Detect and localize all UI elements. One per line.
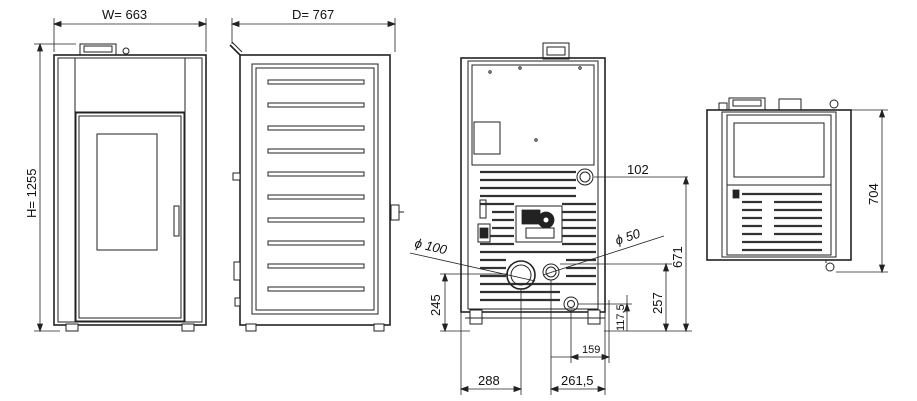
internal-grill xyxy=(732,189,822,252)
dimension-671: 671 xyxy=(670,246,685,268)
dimension-102: 102 xyxy=(627,162,649,177)
width-label: W= 663 xyxy=(102,7,147,22)
fan-assembly xyxy=(515,205,563,243)
dimension-261-5: 261,5 xyxy=(561,373,594,388)
side-slots xyxy=(267,79,365,292)
dimension-288: 288 xyxy=(478,373,500,388)
back-view: 102 ϕ 100 ϕ 50 671 257 xyxy=(409,42,692,395)
dimension-117-5: 117,5 xyxy=(615,304,627,331)
front-view: W= 663 H= 1255 xyxy=(24,7,208,333)
top-view: 704 xyxy=(706,97,888,274)
dimension-159: 159 xyxy=(582,344,600,356)
dimension-245: 245 xyxy=(428,294,443,316)
pipe-100-label: ϕ 100 xyxy=(413,235,449,257)
height-label: H= 1255 xyxy=(24,168,39,218)
dimension-257: 257 xyxy=(650,292,665,314)
side-view: D= 767 xyxy=(229,7,404,332)
depth-label: D= 767 xyxy=(292,7,334,22)
dimension-704: 704 xyxy=(866,183,881,205)
back-grill xyxy=(480,170,596,302)
